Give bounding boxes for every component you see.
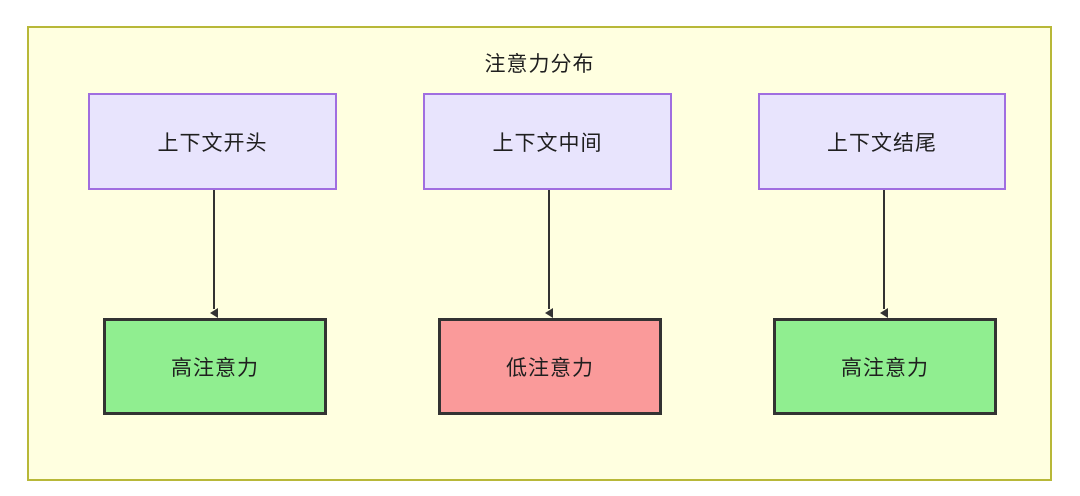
node-attention-high-end-label: 高注意力 — [841, 355, 929, 380]
diagram-title: 注意力分布 — [484, 52, 595, 76]
node-attention-low-middle[interactable]: 低注意力 — [438, 318, 662, 415]
node-attention-high-start-label: 高注意力 — [171, 355, 259, 380]
node-context-middle-label: 上下文中间 — [492, 130, 603, 155]
node-context-end-label: 上下文结尾 — [827, 130, 937, 155]
node-attention-high-end[interactable]: 高注意力 — [773, 318, 997, 415]
node-context-end[interactable]: 上下文结尾 — [758, 93, 1006, 190]
node-context-start[interactable]: 上下文开头 — [88, 93, 337, 190]
node-attention-low-middle-label: 低注意力 — [506, 355, 594, 380]
node-context-middle[interactable]: 上下文中间 — [423, 93, 672, 190]
node-attention-high-start[interactable]: 高注意力 — [103, 318, 327, 415]
node-context-start-label: 上下文开头 — [157, 130, 268, 155]
